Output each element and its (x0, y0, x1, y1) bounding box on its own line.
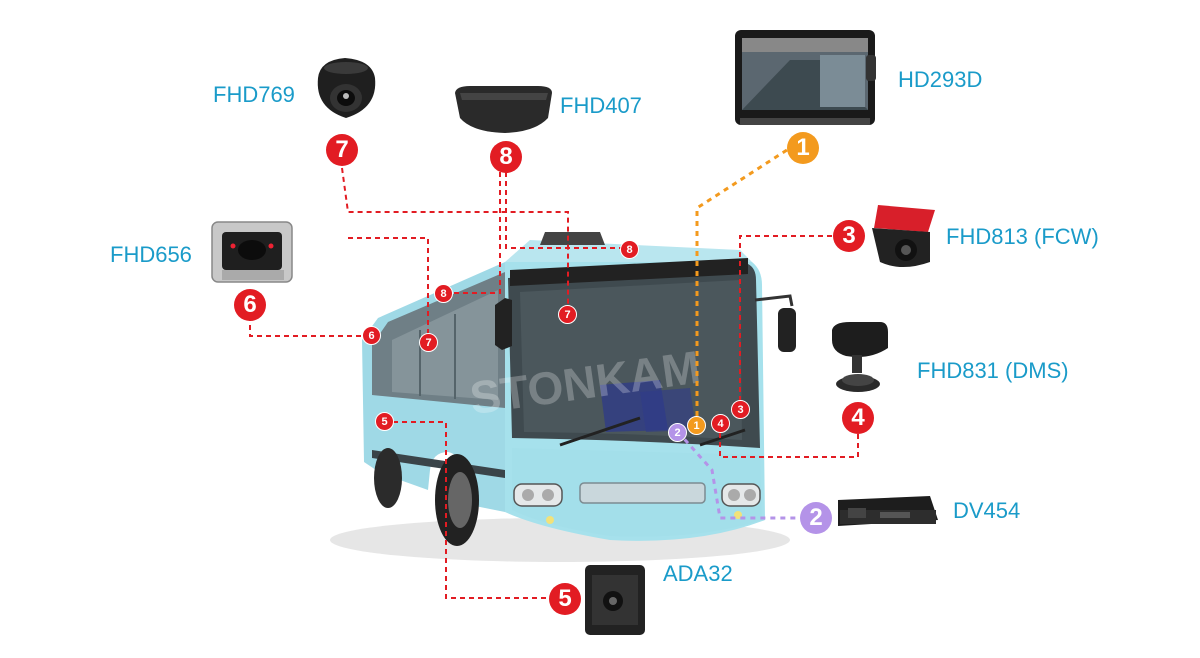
badge-dv454: 2 (800, 502, 832, 534)
fhd656-camera-image (211, 221, 293, 283)
dv454-label: DV454 (953, 498, 1021, 523)
hd293d-label: HD293D (898, 67, 983, 92)
connector-hd293d (695, 146, 791, 426)
fhd407-label: FHD407 (560, 93, 642, 118)
badge-hd293d: 1 (787, 132, 819, 164)
install-point-4: 4 (711, 414, 730, 433)
dv454-recorder-image (838, 496, 938, 526)
install-point-7a: 7 (558, 305, 577, 324)
connector-fhd769-b (348, 237, 429, 340)
connector-fhd831 (719, 424, 859, 458)
install-point-6: 6 (362, 326, 381, 345)
install-point-8b: 8 (434, 284, 453, 303)
fhd813-camera-image (872, 205, 935, 267)
fhd813-label: FHD813 (FCW) (946, 224, 1099, 249)
fhd656-label: FHD656 (110, 242, 192, 267)
connector-fhd769-a (341, 167, 569, 312)
install-point-8a: 8 (620, 240, 639, 259)
fhd831-label: FHD831 (DMS) (917, 358, 1069, 383)
badge-fhd407: 8 (490, 141, 522, 173)
connector-fhd656 (249, 320, 370, 337)
badge-fhd769: 7 (326, 134, 358, 166)
badge-fhd831: 4 (842, 402, 874, 434)
connector-fhd407-b (443, 172, 501, 294)
badge-fhd813: 3 (833, 220, 865, 252)
connector-lines (249, 146, 859, 599)
install-point-1: 1 (687, 416, 706, 435)
badge-ada32: 5 (549, 583, 581, 615)
install-point-5: 5 (375, 412, 394, 431)
fhd769-camera-image (317, 58, 376, 118)
install-point-3: 3 (731, 400, 750, 419)
install-point-7b: 7 (419, 333, 438, 352)
fhd831-camera-image (832, 322, 888, 392)
connector-ada32 (384, 421, 550, 599)
fhd407-camera-image (455, 86, 552, 133)
badge-fhd656: 6 (234, 289, 266, 321)
fhd769-label: FHD769 (213, 82, 295, 107)
ada32-label: ADA32 (663, 561, 733, 586)
install-point-2: 2 (668, 423, 687, 442)
connector-fhd407-a (505, 172, 628, 249)
hd293d-monitor-image (735, 30, 876, 125)
ada32-camera-image (585, 565, 645, 635)
connector-fhd813 (739, 235, 838, 410)
